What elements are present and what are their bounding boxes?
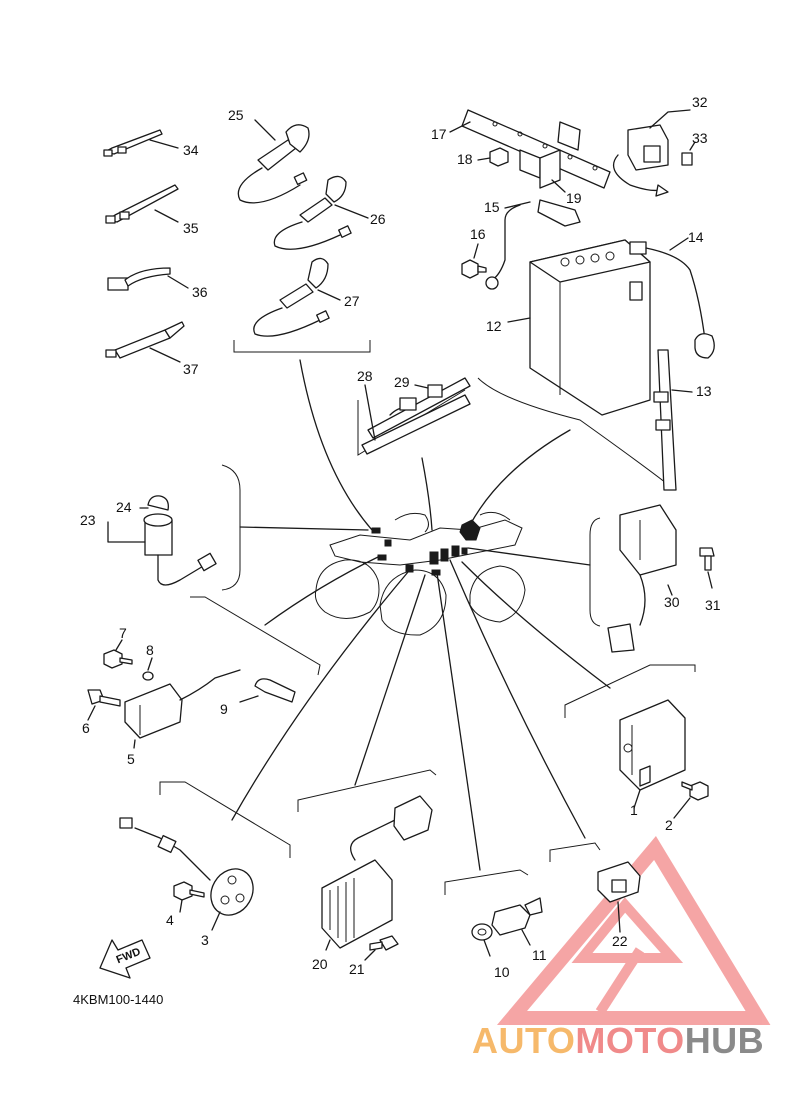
callout-11: 11	[532, 947, 547, 963]
callout-27: 27	[344, 293, 360, 309]
fwd-arrow-icon	[99, 939, 151, 979]
leader-lines	[231, 359, 611, 871]
part-36-band	[107, 267, 189, 291]
part-24-key	[139, 495, 169, 511]
part-15-positive-lead	[485, 199, 581, 290]
callout-3: 3	[201, 932, 209, 948]
callout-5: 5	[127, 751, 135, 767]
part-35-cable-tie	[105, 184, 179, 224]
callout-17: 17	[431, 126, 447, 142]
callout-22: 22	[612, 933, 628, 949]
part-20-rectifier	[321, 795, 433, 951]
callout-2: 2	[665, 817, 673, 833]
part-33-fuse	[681, 141, 696, 166]
part-25-plug-lead	[237, 119, 310, 204]
part-12-battery	[507, 239, 651, 416]
part-11-switch	[491, 897, 543, 946]
part-28-wire-harness	[361, 377, 471, 455]
callout-37: 37	[183, 361, 199, 377]
part-9-plug-cap	[239, 678, 296, 703]
part-4-bolt	[173, 881, 205, 913]
callout-4: 4	[166, 912, 174, 928]
part-31-bolt	[699, 547, 715, 589]
callout-9: 9	[220, 701, 228, 717]
callout-18: 18	[457, 151, 473, 167]
callout-10: 10	[494, 964, 510, 980]
part-6-bolt	[87, 689, 121, 721]
callout-16: 16	[470, 226, 486, 242]
callout-8: 8	[146, 642, 154, 658]
part-27-plug-lead	[253, 257, 341, 337]
callout-28: 28	[357, 368, 373, 384]
watermark-logo	[496, 836, 771, 1025]
part-19-stay	[519, 149, 566, 193]
callout-29: 29	[394, 374, 410, 390]
callout-36: 36	[192, 284, 208, 300]
callout-25: 25	[228, 107, 244, 123]
part-22-component	[597, 861, 641, 933]
callout-30: 30	[664, 594, 680, 610]
part-2-bolt	[673, 781, 709, 819]
callout-20: 20	[312, 956, 328, 972]
part-16-bolt	[461, 243, 487, 279]
part-1-cdi-unit	[619, 699, 686, 809]
part-18-nut	[477, 147, 509, 167]
callout-23: 23	[80, 512, 96, 528]
part-3-sensor	[119, 817, 254, 931]
callout-21: 21	[349, 961, 365, 977]
callout-1: 1	[630, 802, 638, 818]
watermark-part2: MOTO	[575, 1020, 685, 1061]
part-10-gasket	[471, 923, 493, 957]
callout-33: 33	[692, 130, 708, 146]
callout-15: 15	[484, 199, 500, 215]
part-37-clip	[105, 321, 185, 363]
callout-31: 31	[705, 597, 721, 613]
callout-12: 12	[486, 318, 502, 334]
part-13-breather-hose	[653, 349, 693, 491]
watermark-text: AUTOMOTOHUB	[472, 1020, 764, 1062]
callout-6: 6	[82, 720, 90, 736]
vehicle-component-marks	[371, 519, 481, 576]
part-26-plug-lead	[273, 175, 369, 250]
part-30-unit	[607, 504, 677, 653]
part-8-washer	[142, 657, 154, 681]
callout-32: 32	[692, 94, 708, 110]
callout-19: 19	[566, 190, 582, 206]
diagram-code: 4KBM100-1440	[73, 992, 164, 1007]
watermark-part3: HUB	[684, 1020, 765, 1061]
callout-35: 35	[183, 220, 199, 236]
part-34-cable-tie	[103, 129, 179, 157]
callout-26: 26	[370, 211, 386, 227]
callout-34: 34	[183, 142, 199, 158]
part-5-ignition-coil	[124, 669, 241, 749]
part-17-battery-bracket	[449, 109, 611, 189]
watermark-part1: AUTO	[472, 1020, 576, 1061]
part-7-bolt	[103, 639, 133, 669]
callout-7: 7	[119, 625, 127, 641]
part-29-coupler	[399, 384, 443, 411]
part-21-bolt	[364, 935, 399, 961]
callout-13: 13	[696, 383, 712, 399]
callout-24: 24	[116, 499, 132, 515]
part-23-main-switch	[107, 513, 217, 586]
callout-14: 14	[688, 229, 704, 245]
part-14-negative-lead	[629, 237, 715, 359]
part-32-relay	[612, 109, 691, 197]
